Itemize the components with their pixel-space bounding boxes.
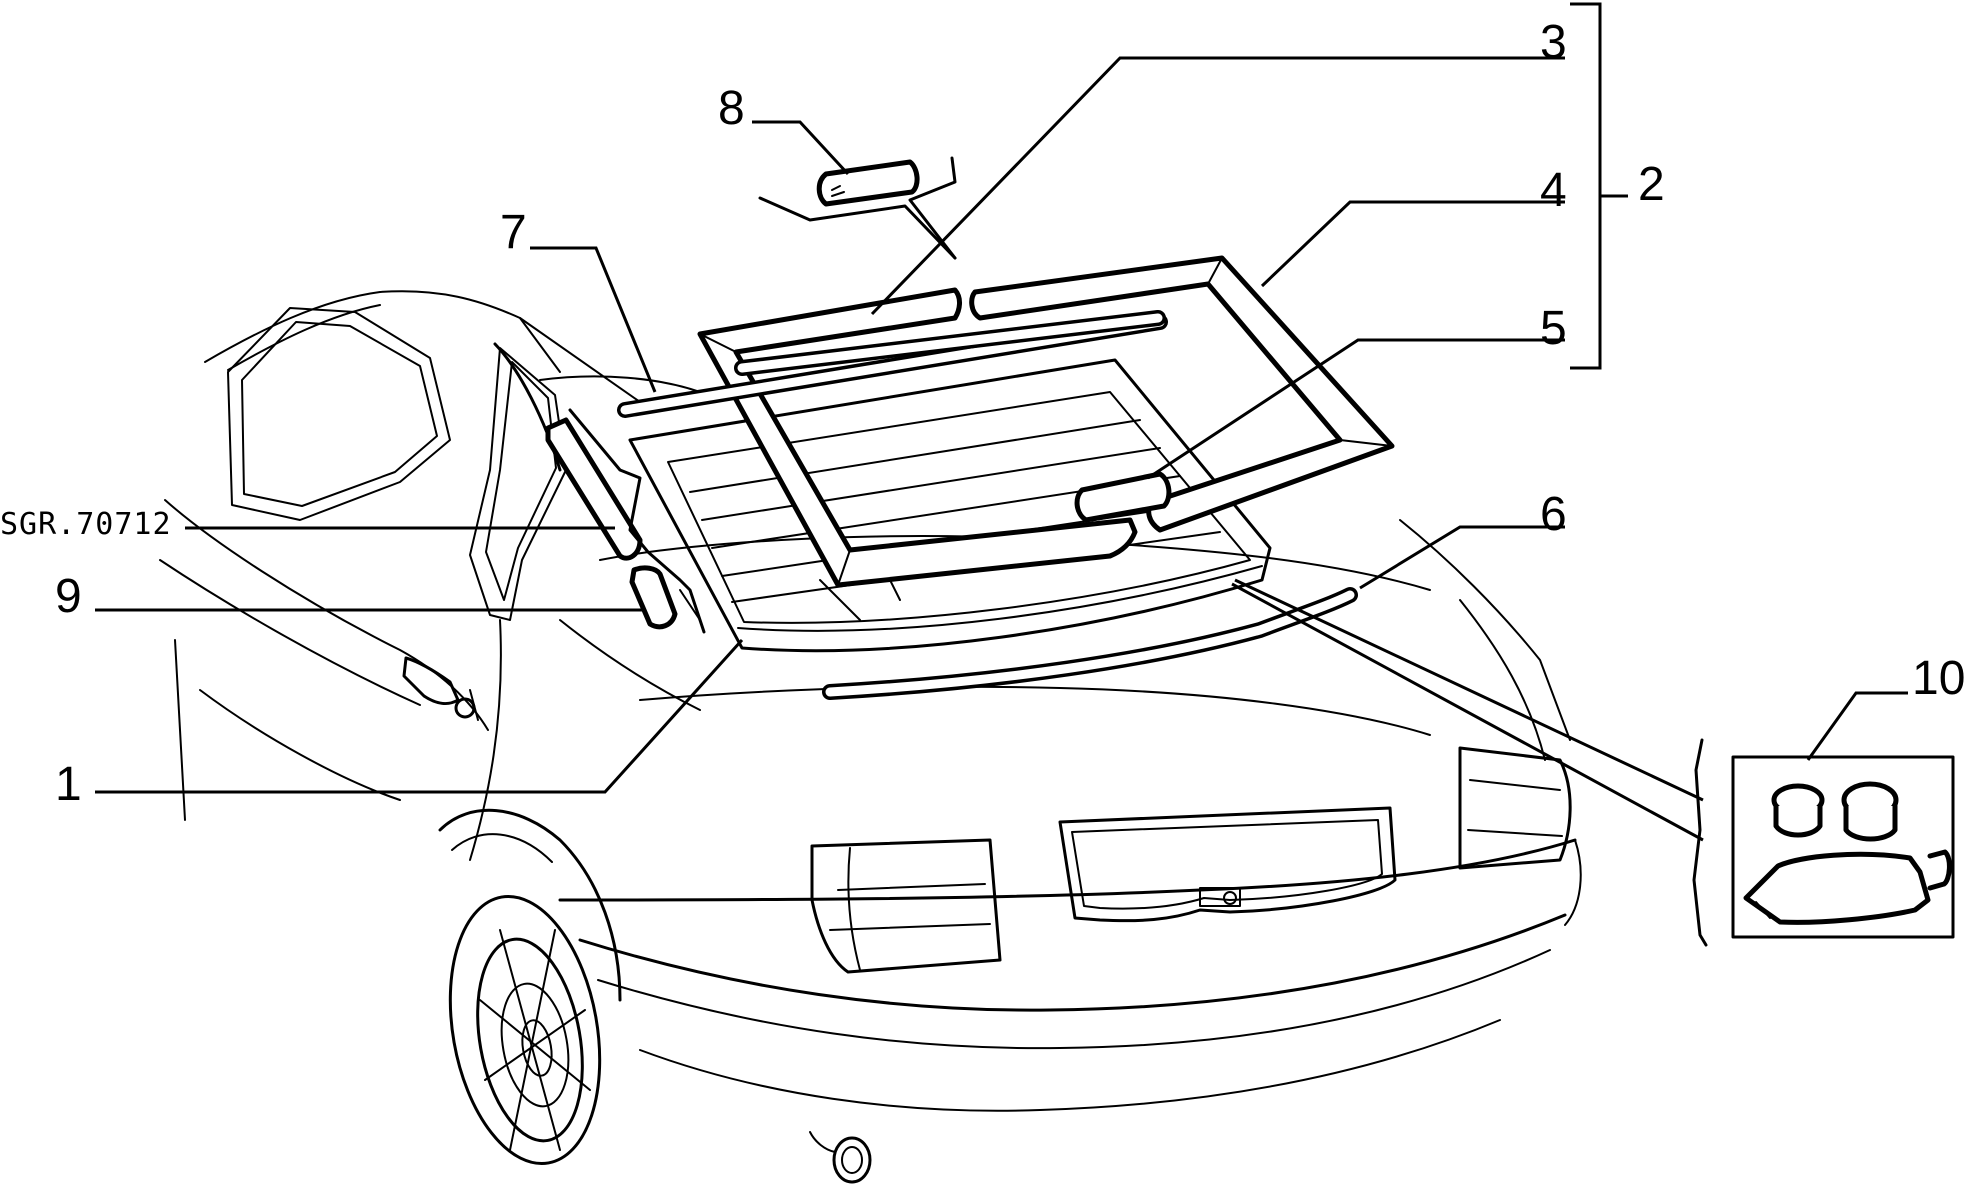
adhesive-kit-box [1692, 738, 1955, 947]
callout-6: 6 [1540, 488, 1567, 541]
side-trim-pieces [545, 408, 706, 634]
callout-3: 3 [1540, 16, 1567, 69]
callout-7: 7 [500, 206, 527, 259]
callout-9: 9 [55, 570, 82, 623]
callout-10: 10 [1912, 652, 1965, 705]
lower-seal-strip-6 [822, 587, 1358, 700]
callout-2: 2 [1638, 158, 1665, 211]
glass-gasket-frame [697, 255, 1395, 588]
car-body-outline [159, 290, 1582, 1184]
group-bracket [1570, 2, 1628, 370]
part-code-label: SGR.70712 [0, 507, 172, 542]
top-clip-8 [758, 156, 957, 260]
callout-5: 5 [1540, 302, 1567, 355]
rear-window-glass [628, 358, 1272, 653]
callout-4: 4 [1540, 164, 1567, 217]
callout-1: 1 [55, 758, 82, 811]
upper-seal-strips [617, 310, 1168, 418]
leader-lines [95, 56, 1908, 842]
callout-8: 8 [718, 82, 745, 135]
retainer-clip-5 [1074, 471, 1172, 523]
